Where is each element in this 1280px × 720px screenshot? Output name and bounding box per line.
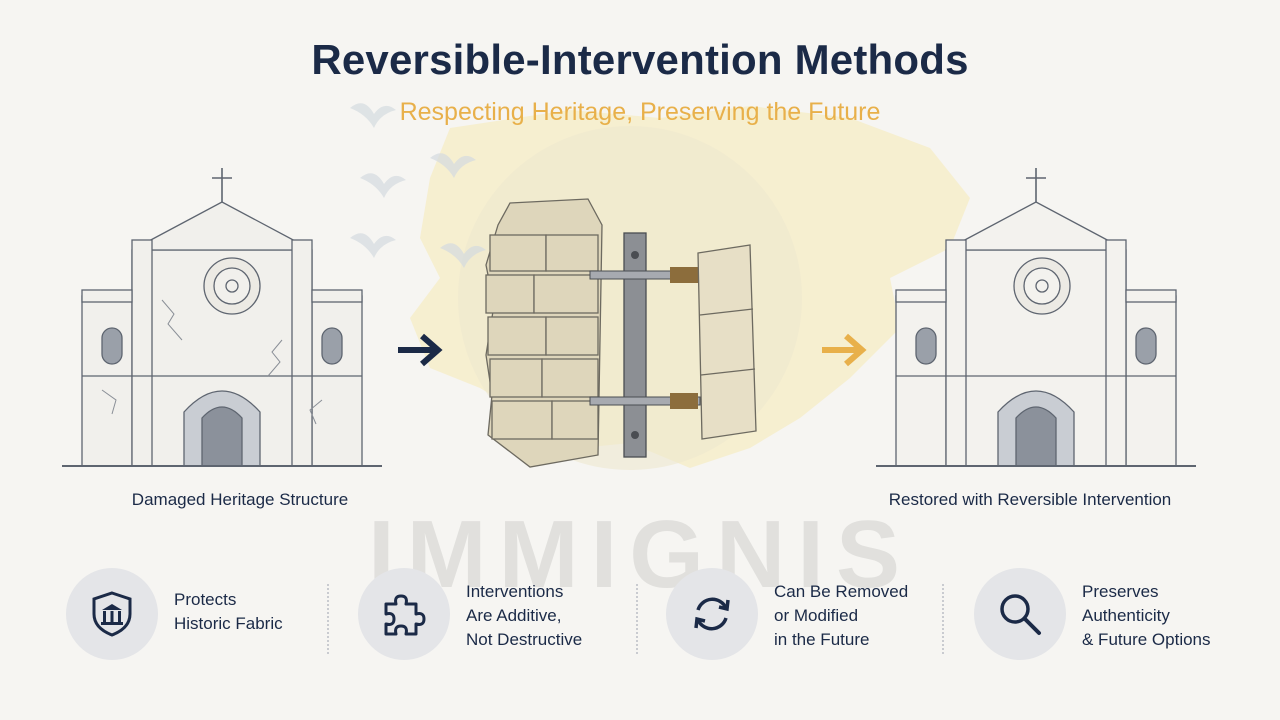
feature-list: Protects Historic Fabric Interventions A… [0, 566, 1280, 666]
feature-icon-circle [66, 568, 158, 660]
caption-damaged: Damaged Heritage Structure [131, 490, 349, 509]
feature-removable: Can Be Removed or Modified in the Future [666, 566, 926, 666]
divider [636, 584, 638, 654]
damaged-church-illustration [62, 168, 382, 467]
crack-lines [101, 299, 323, 425]
feature-additive: Interventions Are Additive, Not Destruct… [358, 566, 618, 666]
shield-bank-icon [92, 591, 132, 637]
feature-text: Preserves Authenticity & Future Options [1082, 582, 1211, 649]
page-subtitle: Respecting Heritage, Preserving the Futu… [399, 98, 881, 126]
reversible-anchor-illustration [485, 198, 757, 468]
bird-silhouettes [350, 103, 486, 268]
refresh-arrows-icon [694, 597, 730, 631]
divider [942, 584, 944, 654]
arrow-right-gold-icon [822, 333, 867, 367]
feature-text: Interventions Are Additive, Not Destruct… [466, 582, 583, 649]
arrow-right-dark-icon [398, 333, 443, 367]
masonry-wall [485, 198, 603, 468]
feature-authenticity: Preserves Authenticity & Future Options [974, 566, 1234, 666]
stone-block [697, 244, 757, 440]
puzzle-piece-icon [384, 594, 426, 636]
divider [327, 584, 329, 654]
feature-icon-circle [666, 568, 758, 660]
caption-restored: Restored with Reversible Intervention [888, 490, 1172, 509]
magnifier-icon [1000, 594, 1041, 635]
watermark: IMMIGNIS [368, 501, 912, 608]
feature-protects-fabric: Protects Historic Fabric [66, 566, 306, 666]
feature-icon-circle [358, 568, 450, 660]
steel-bracket [589, 232, 701, 458]
feature-icon-circle [974, 568, 1066, 660]
restored-church-illustration [876, 168, 1196, 467]
feature-text: Can Be Removed or Modified in the Future [774, 582, 909, 649]
page-title: Reversible-Intervention Methods [311, 36, 969, 83]
feature-text: Protects Historic Fabric [174, 590, 283, 633]
